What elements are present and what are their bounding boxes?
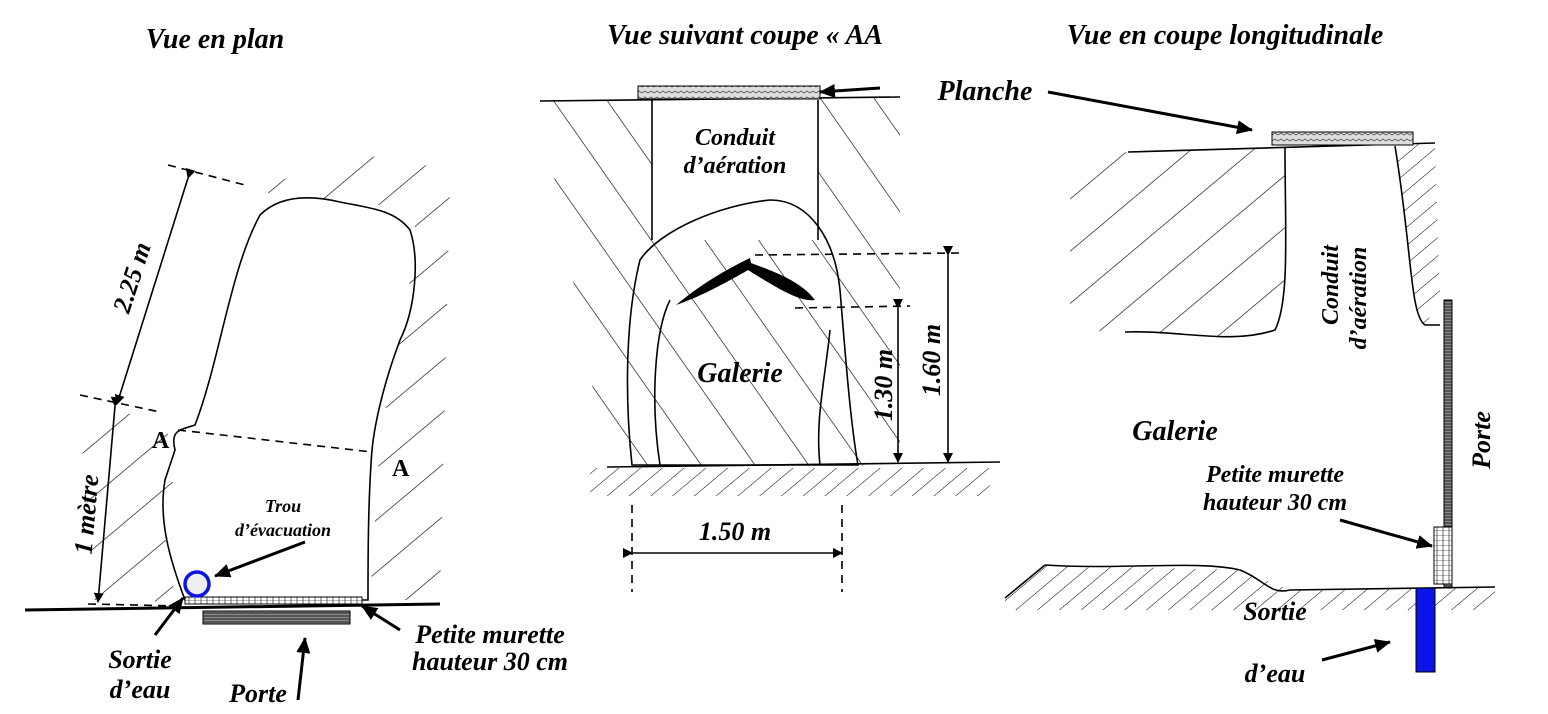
duct-wall-right [1394,145,1440,326]
dim-label-1.50: 1.50 m [699,517,771,546]
floor-hatching [590,468,990,496]
rock-hatching-right [1395,143,1440,325]
floor-line [606,461,1001,468]
dim-line-2.25 [114,167,196,405]
plan-view: Vue en plan 2.25 m 1 mètre A A Trou d’év… [24,24,568,708]
lamp-wing-left [676,258,752,305]
duct-label-line1: Conduit [695,125,776,151]
duct-label-line1: Conduit [1318,244,1344,325]
wall-label-line2: hauteur 30 cm [1203,490,1347,516]
outlet-label-line1: Sortie [1243,597,1307,626]
longitudinal-view-title: Vue en coupe longitudinale [1067,20,1384,51]
dim-label-2.25: 2.25 m [107,239,157,318]
dim-label-1.30: 1.30 m [869,349,898,421]
door-label: Porte [1467,411,1496,470]
section-line-aa [177,429,373,453]
dim-line-1m [93,396,121,603]
dim-extension-line [754,252,961,256]
dim-label-1m: 1 mètre [69,473,105,555]
rock-hatching-left [1070,148,1286,337]
outlet-label-line2: d’eau [110,675,171,704]
door-label: Porte [228,679,287,708]
duct-wall-left [1124,147,1287,338]
dim-label-1.60: 1.60 m [917,324,946,396]
outlet-arrow [153,597,185,636]
duct-cavity [652,100,818,240]
plank-arrow-longitudinal [1047,90,1253,135]
cave-outline [162,196,416,601]
section-marker-a-right: A [392,456,410,482]
gallery-label: Galerie [1132,416,1218,447]
drain-label-line2: d’évacuation [235,520,331,540]
door-plan [202,610,351,625]
dim-extension-line [794,305,911,309]
small-wall-longitudinal [1433,526,1453,585]
drain-hole [183,570,211,598]
gallery-label: Galerie [697,358,783,389]
longitudinal-view: Vue en coupe longitudinale Planche Condu… [819,20,1496,688]
wall-arrow [361,604,401,632]
floor-hatching [1005,565,1495,610]
plank-arrow-section [819,84,881,98]
rock-hatching-right [240,150,450,600]
floor-edge [1004,564,1046,599]
section-view-title: Vue suivant coupe « AA [607,20,883,51]
wall-label-line1: Petite murette [414,620,564,649]
door-arrow [296,637,311,701]
drain-label-line1: Trou [265,496,301,516]
plank-label: Planche [937,76,1033,107]
outlet-arrow [1321,639,1391,662]
wall-label-line1: Petite murette [1205,462,1344,488]
outlet-label-line1: Sortie [108,645,172,674]
water-outlet-pipe [1415,587,1436,673]
small-wall [184,596,363,605]
ground-line [24,602,441,612]
lamp-wing-right [748,262,815,301]
plank-section [637,85,821,100]
dim-extension-line [167,164,246,186]
outlet-label-line2: d’eau [1245,659,1306,688]
section-marker-a-left: A [152,428,170,454]
wall-label-line2: hauteur 30 cm [412,647,568,676]
section-aa-view: Vue suivant coupe « AA Conduit d’aératio… [539,20,1001,592]
plank-longitudinal [1271,131,1414,146]
duct-label-line2: d’aération [1346,247,1372,350]
duct-label-line2: d’aération [684,153,787,179]
wall-arrow [1339,518,1433,549]
gallery-inner-lines [653,299,831,466]
gallery-outline [626,199,859,466]
drain-arrow [214,540,306,578]
plan-view-title: Vue en plan [146,24,284,55]
dim-extension-line [79,394,161,413]
dim-extension-line [87,603,181,607]
